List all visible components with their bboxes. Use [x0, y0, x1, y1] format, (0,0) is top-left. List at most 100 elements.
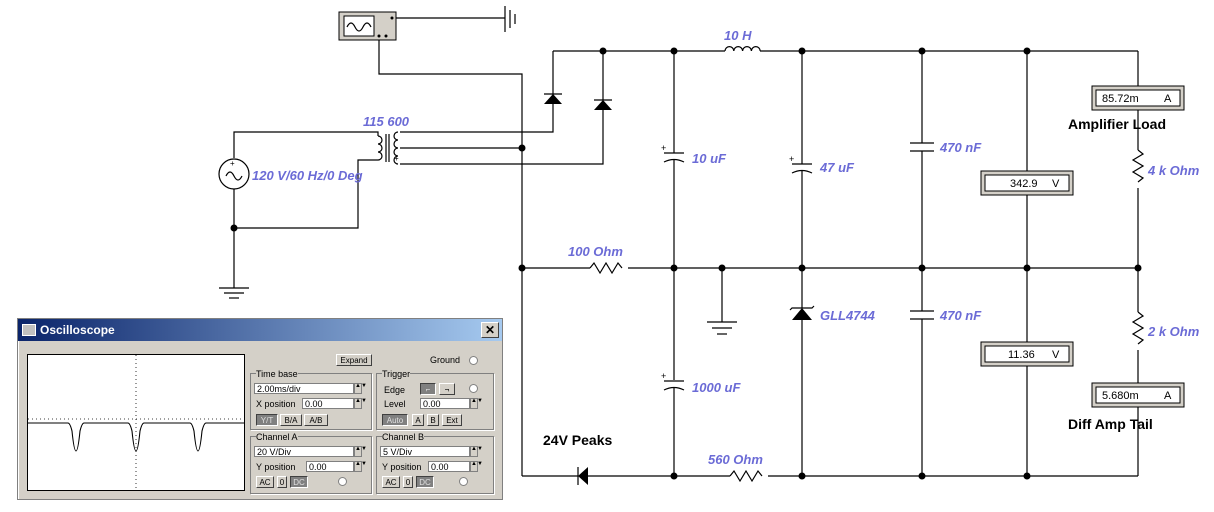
channel-a-radio[interactable]: [338, 477, 347, 486]
meter-3-value: 11.36: [1008, 349, 1035, 361]
source-label: 120 V/60 Hz/0 Deg: [252, 168, 363, 183]
meter-2-unit: V: [1052, 178, 1060, 190]
channel-a-zero-button[interactable]: 0: [277, 476, 287, 488]
channel-a-scale-field[interactable]: 20 V/Div: [254, 446, 354, 457]
expand-button[interactable]: Expand: [336, 354, 372, 366]
meter-1-value: 85.72m: [1102, 93, 1139, 105]
r1-label: 100 Ohm: [568, 244, 623, 259]
channel-a-ac-button[interactable]: AC: [256, 476, 274, 488]
load-label: Amplifier Load: [1068, 116, 1166, 132]
scope-screen: [27, 354, 245, 491]
c1-label: 10 uF: [692, 151, 727, 166]
r2-label: 560 Ohm: [708, 452, 763, 467]
ground-label: Ground: [430, 355, 461, 365]
xpos-label: X position: [256, 399, 296, 409]
resistor-4k[interactable]: [1131, 149, 1145, 183]
channel-b-group: [376, 436, 494, 494]
r4-label: 2 k Ohm: [1147, 324, 1200, 339]
svg-text:+: +: [661, 371, 666, 381]
ammeter-1[interactable]: [1091, 85, 1185, 111]
xpos-field[interactable]: 0.00: [302, 398, 354, 409]
level-field[interactable]: 0.00: [420, 398, 470, 409]
transformer-label: 115 600: [363, 114, 410, 129]
meter-4-value: 5.680m: [1102, 390, 1139, 402]
oscilloscope-window[interactable]: Oscilloscope ✕ Expand Ground Time base 2…: [17, 318, 503, 500]
inductor[interactable]: [724, 46, 761, 52]
yt-button[interactable]: Y/T: [256, 414, 278, 426]
svg-text:+: +: [661, 143, 666, 153]
channel-b-scale-spinner[interactable]: ▲▼: [470, 446, 483, 457]
oscilloscope-instrument-icon[interactable]: [338, 11, 397, 41]
resistor-100[interactable]: [589, 261, 623, 275]
trigger-ext-button[interactable]: Ext: [442, 414, 462, 426]
channel-b-ypos-spinner[interactable]: ▲▼: [470, 461, 483, 472]
channel-b-zero-button[interactable]: 0: [403, 476, 413, 488]
zener-label: GLL4744: [820, 308, 876, 323]
trigger-radio[interactable]: [469, 384, 478, 393]
channel-b-ypos-label: Y position: [382, 462, 422, 472]
channel-a-ypos-field[interactable]: 0.00: [306, 461, 354, 472]
channel-a-ypos-spinner[interactable]: ▲▼: [354, 461, 367, 472]
timebase-spinner[interactable]: ▲▼: [354, 383, 367, 394]
level-label: Level: [384, 399, 406, 409]
channel-a-ypos-label: Y position: [256, 462, 296, 472]
transformer[interactable]: +: [377, 131, 399, 165]
voltmeter-2[interactable]: [980, 341, 1074, 367]
window-icon: [22, 324, 36, 336]
timebase-group: [250, 373, 372, 430]
zener-diode[interactable]: [789, 305, 815, 320]
rising-edge-button[interactable]: ⌐: [420, 383, 436, 395]
channel-b-label: Channel B: [382, 432, 425, 442]
channel-a-scale-spinner[interactable]: ▲▼: [354, 446, 367, 457]
c4-label: 470 nF: [939, 308, 982, 323]
ac-source-icon[interactable]: +: [218, 158, 250, 190]
junction-dots: [230, 47, 1142, 480]
voltmeter-1[interactable]: [980, 170, 1074, 196]
ammeter-2[interactable]: [1091, 382, 1185, 408]
trigger-b-button[interactable]: B: [427, 414, 439, 426]
level-spinner[interactable]: ▲▼: [470, 398, 483, 409]
channel-a-dc-button[interactable]: DC: [290, 476, 308, 488]
ground-icon: [504, 6, 516, 32]
svg-text:+: +: [789, 154, 794, 164]
auto-button[interactable]: Auto: [382, 414, 408, 426]
peaks-label: 24V Peaks: [543, 432, 612, 448]
waveform-trace: [28, 422, 244, 452]
channel-b-radio[interactable]: [459, 477, 468, 486]
diode-1[interactable]: [544, 93, 562, 104]
resistor-2k[interactable]: [1131, 311, 1145, 345]
svg-text:+: +: [230, 159, 235, 168]
channel-a-label: Channel A: [256, 432, 298, 442]
channel-b-scale-field[interactable]: 5 V/Div: [380, 446, 470, 457]
trigger-label: Trigger: [382, 369, 411, 379]
title-bar[interactable]: Oscilloscope ✕: [18, 319, 502, 341]
c2-label: 47 uF: [819, 160, 855, 175]
trigger-group: [376, 373, 494, 430]
meter-4-unit: A: [1164, 390, 1172, 402]
channel-b-dc-button[interactable]: DC: [416, 476, 434, 488]
c3-label: 470 nF: [939, 140, 982, 155]
close-button[interactable]: ✕: [481, 322, 499, 338]
trigger-a-button[interactable]: A: [412, 414, 424, 426]
window-title: Oscilloscope: [40, 323, 115, 337]
channel-a-group: [250, 436, 372, 494]
channel-b-ac-button[interactable]: AC: [382, 476, 400, 488]
timebase-label: Time base: [256, 369, 298, 379]
meter-1-unit: A: [1164, 93, 1172, 105]
xpos-spinner[interactable]: ▲▼: [354, 398, 367, 409]
diode-3[interactable]: [577, 467, 588, 485]
channel-b-ypos-field[interactable]: 0.00: [428, 461, 470, 472]
falling-edge-button[interactable]: ¬: [439, 383, 455, 395]
ground-icon: [219, 287, 249, 299]
resistor-560[interactable]: [729, 469, 763, 483]
inductor-label: 10 H: [724, 28, 752, 43]
ba-button[interactable]: B/A: [280, 414, 302, 426]
diode-2[interactable]: [594, 99, 612, 110]
timebase-field[interactable]: 2.00ms/div: [254, 383, 354, 394]
ab-button[interactable]: A/B: [304, 414, 328, 426]
tail-label: Diff Amp Tail: [1068, 416, 1153, 432]
ground-radio[interactable]: [469, 356, 478, 365]
edge-label: Edge: [384, 385, 406, 395]
ground-icon: [707, 321, 737, 335]
